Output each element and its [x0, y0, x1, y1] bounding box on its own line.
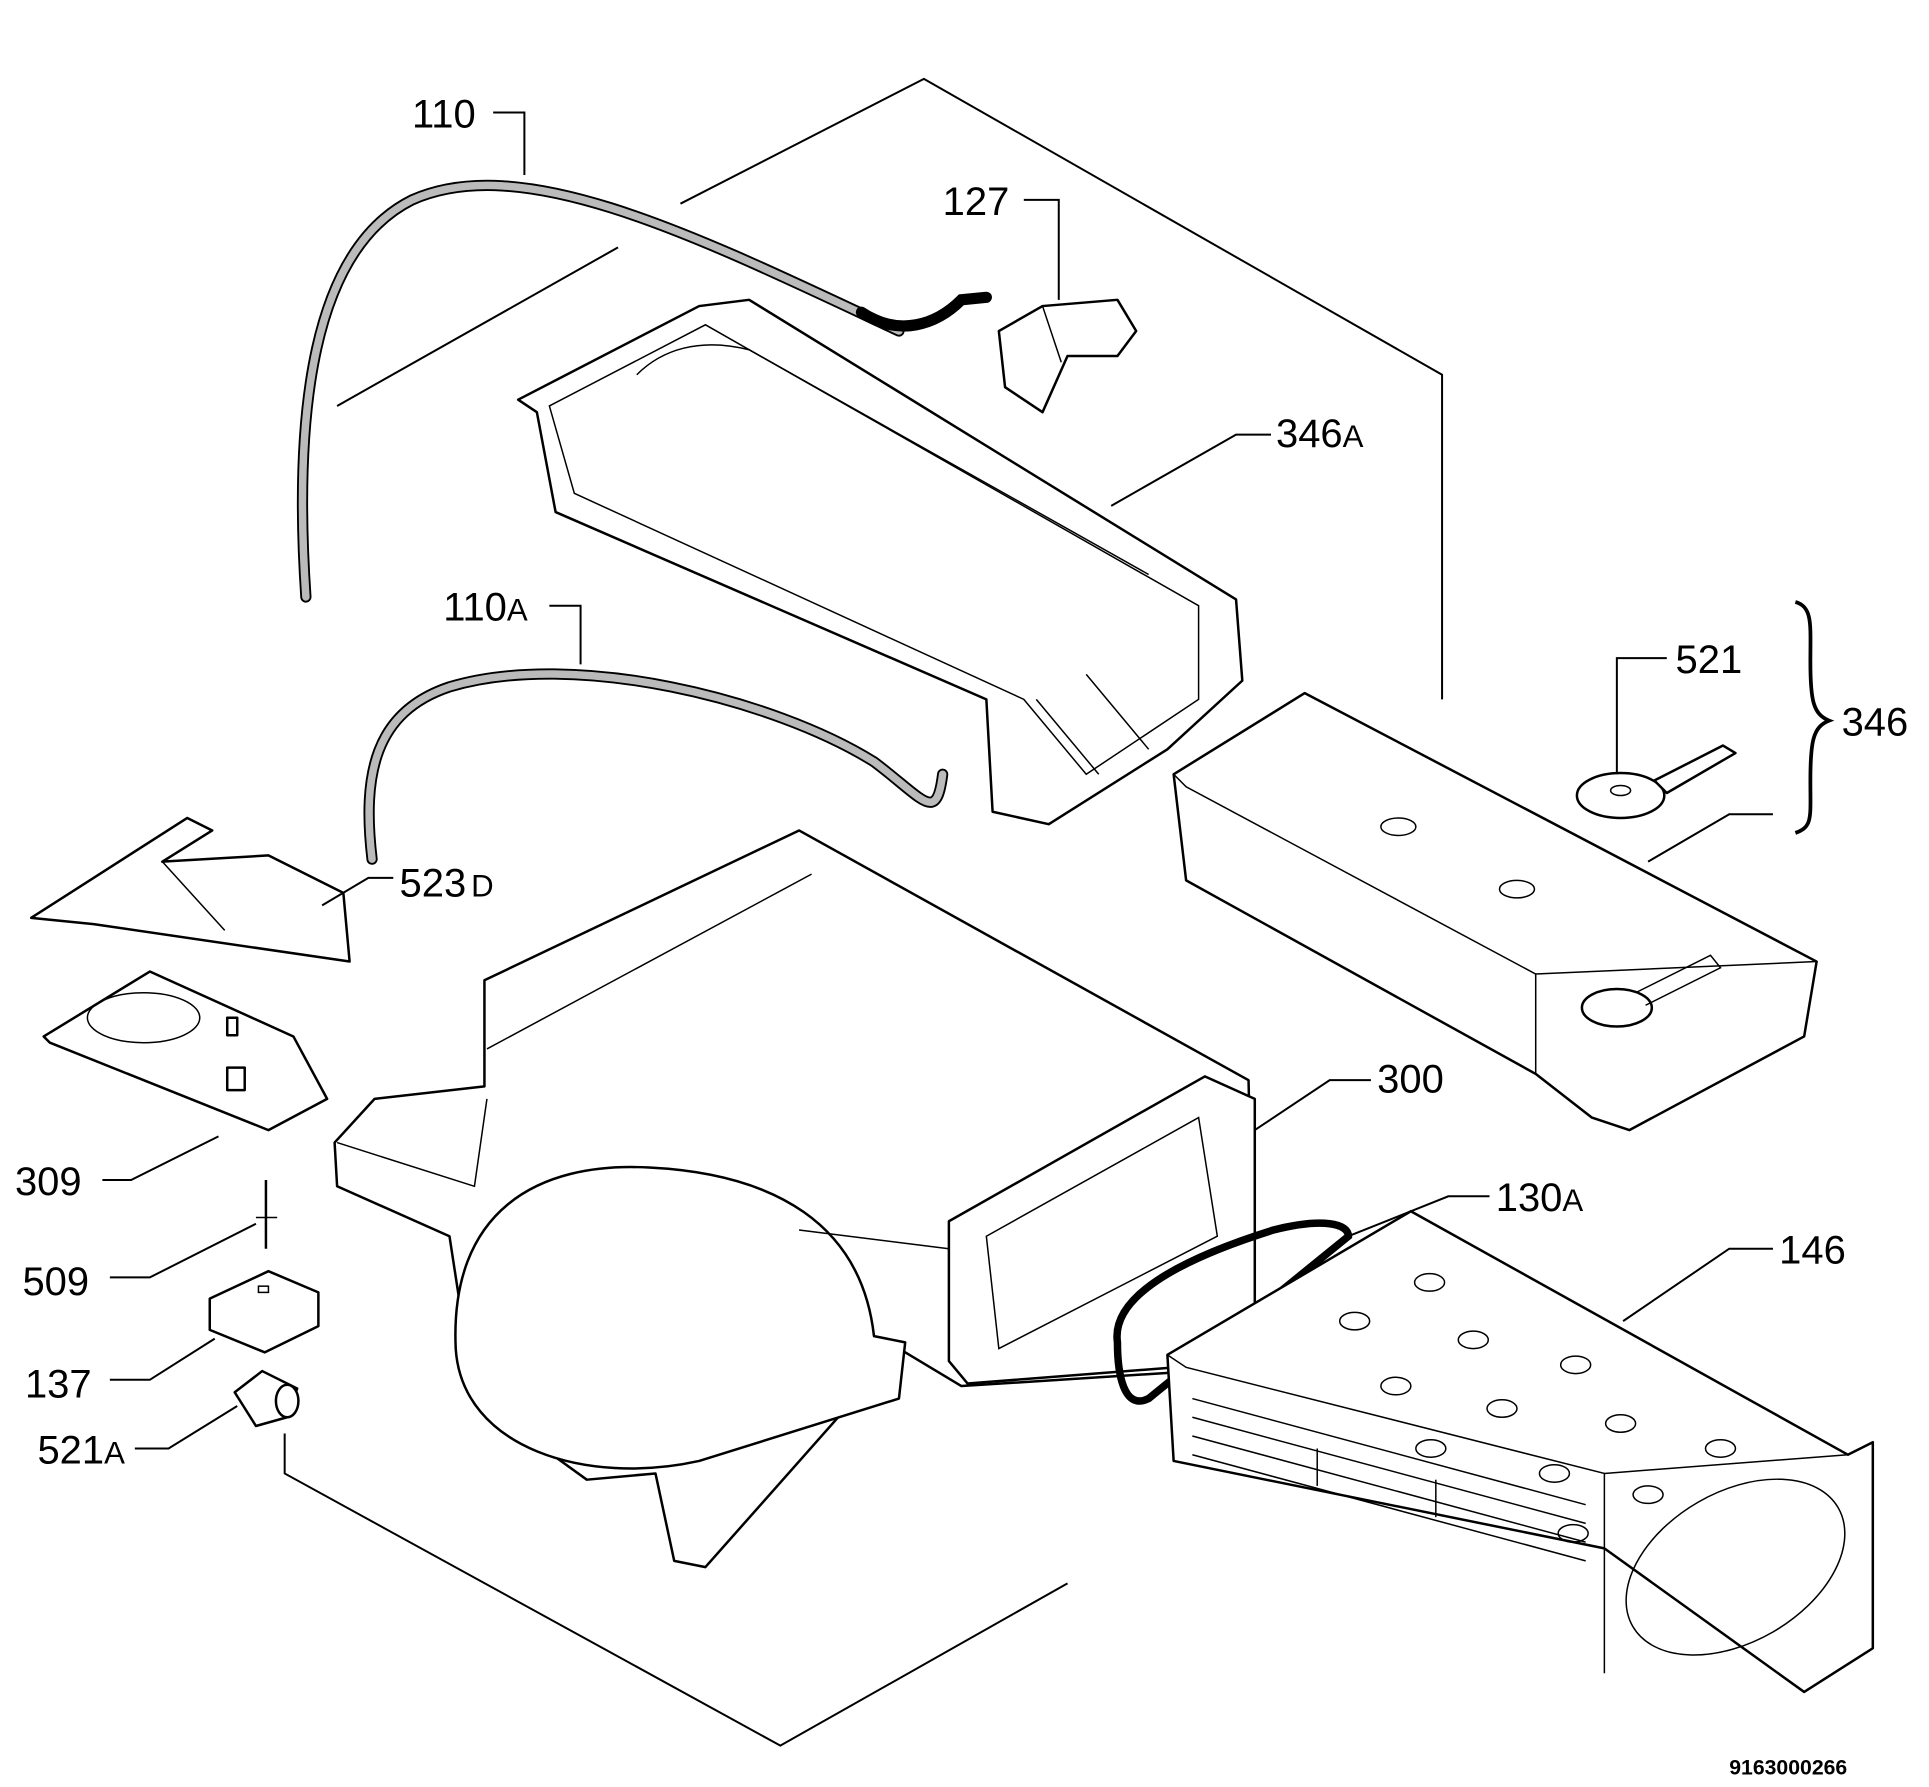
part-137-block [208, 1269, 320, 1354]
part-521A-sleeve [233, 1369, 300, 1428]
drawing-number: 9163000266 [1729, 1756, 1847, 1779]
condenser-grille [1192, 1397, 1846, 1656]
callout-130A: 130A [1496, 1176, 1584, 1220]
part-346-water-container [1172, 691, 1818, 1132]
part-509-pin [255, 1180, 278, 1249]
part-521-cap [1575, 744, 1737, 820]
callout-300: 300 [1377, 1058, 1444, 1102]
part-110-hose [296, 179, 992, 603]
callout-309: 309 [15, 1160, 82, 1204]
part-127-clip [997, 298, 1138, 414]
assembly-frame-lines [283, 77, 1444, 1747]
callout-346: 346 [1842, 701, 1909, 745]
leader-lines [102, 111, 1835, 1450]
callout-127: 127 [943, 180, 1010, 224]
part-309-housing [42, 970, 329, 1132]
callout-521A: 521A [37, 1428, 125, 1472]
condenser-bumps [1338, 1272, 1737, 1543]
part-146-condenser [1166, 1210, 1875, 1694]
part-110A-hose [363, 668, 949, 865]
part-346A-container-tray [516, 298, 1244, 826]
part-523D-flap [29, 816, 351, 963]
callout-110: 110 [412, 93, 476, 137]
callout-346A: 346A [1276, 412, 1364, 456]
callout-110A: 110A [443, 586, 528, 630]
callout-146: 146 [1779, 1229, 1846, 1273]
callout-521: 521 [1676, 638, 1743, 682]
part-130A-seal [1113, 1219, 1353, 1405]
part-300-air-duct [333, 829, 1257, 1569]
callout-509: 509 [22, 1260, 89, 1304]
callout-137: 137 [25, 1362, 92, 1406]
